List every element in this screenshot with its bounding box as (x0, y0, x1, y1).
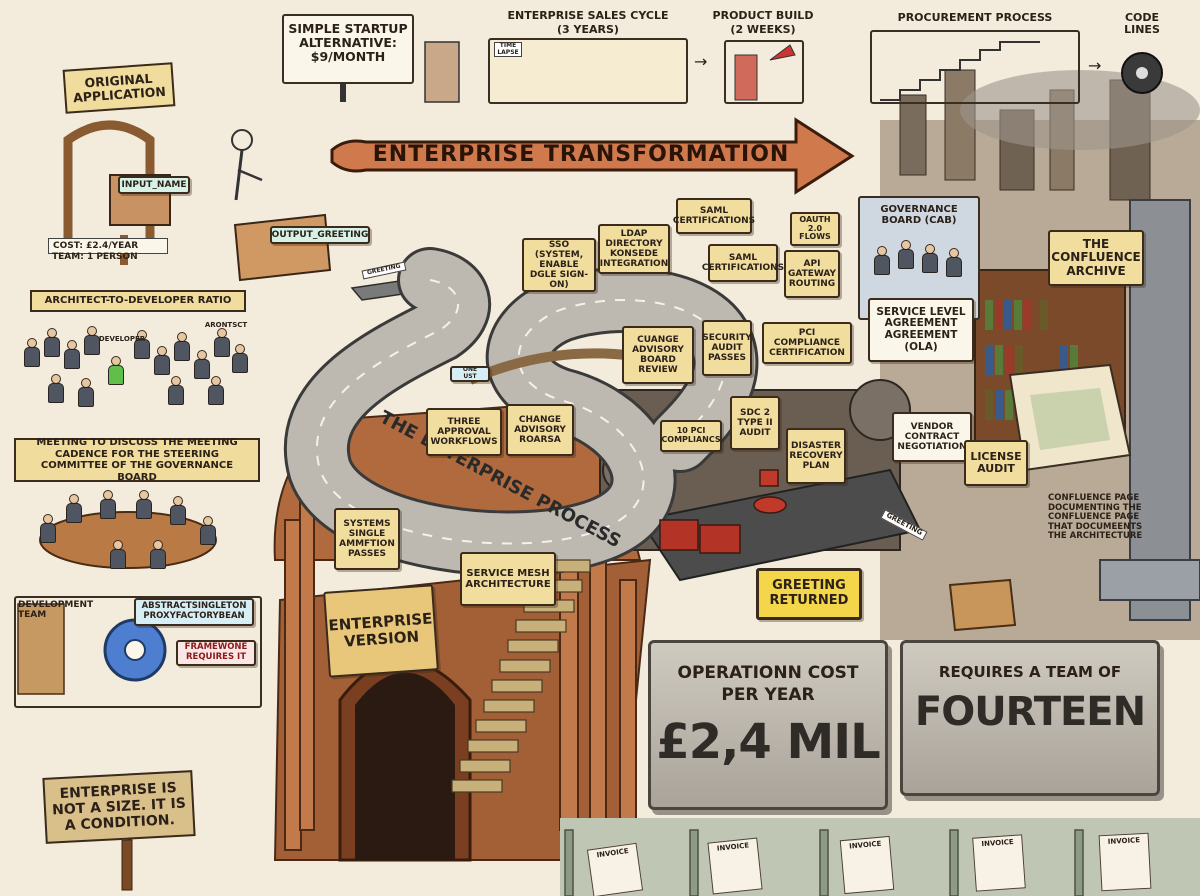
cost-value: £2,4 MIL (656, 714, 880, 770)
invoice-stack: INVOICE (839, 835, 895, 895)
transformation-banner-text: ENTERPRISE TRANSFORMATION (372, 142, 790, 167)
invoice-stack: INVOICE (586, 842, 644, 896)
arrow-right-icon: → (1088, 56, 1102, 75)
sign-sso: SSO (SYSTEM, ENABLE DGLE SIGN-ON) (522, 238, 596, 292)
greeting-returned: GREETING RETURNED (756, 568, 862, 620)
sign-systems-single: SYSTEMS SINGLE AMMFTION PASSES (334, 508, 400, 570)
cost-monument (648, 640, 888, 810)
sign-change-advisory: CHANGE ADVISORY ROARSA (506, 404, 574, 456)
time-lapse-label: TIME LAPSE (494, 42, 522, 58)
people-crowd (18, 316, 258, 416)
sign-change-advisory-review: CUANGE ADVISORY BOARD REVIEW (622, 326, 694, 384)
transformation-arrow (326, 114, 856, 198)
singleton-label: ABSTRACTSINGLETON PROXYFACTORYBEAN (134, 598, 254, 626)
sla-label: SERVICE LEVEL AGREEMENT AGREEMENT (OLA) (868, 298, 974, 362)
sales-cycle-subtitle: (3 YEARS) (557, 23, 619, 36)
output-greeting-label: OUTPUT_GREETING (270, 226, 370, 244)
sign-service-mesh: SERVICE MESH ARCHITECTURE (460, 552, 556, 606)
sign-disaster: DISASTER RECOVERY PLAN (786, 428, 846, 484)
sign-saml: SAML CERTIFICATIONS (702, 244, 784, 282)
developer-label: DEVELOPER (98, 335, 146, 343)
invoice-stack: INVOICE (1098, 832, 1152, 892)
invoice-stack: INVOICE (707, 837, 763, 895)
invoice-stack: INVOICE (972, 834, 1026, 892)
enterprise-version: ENTERPRISE VERSION (323, 584, 439, 678)
board-members (870, 236, 970, 296)
team-line: REQUIRES A TEAM OF (938, 663, 1122, 681)
cost-line1: OPERATIONN COST (677, 663, 859, 683)
sign-three-approval: THREE APPROVAL WORKFLOWS (426, 408, 502, 456)
dev-team-label: DEVELOPMENT TEAM (18, 600, 94, 621)
sign-one-ust: ONE UST (450, 366, 490, 382)
confluence-archive: THE CONFLUENCE ARCHIVE (1048, 230, 1144, 286)
team-value: FOURTEEN (914, 689, 1146, 735)
sign-ldap: LDAP DIRECTORY KONSEDE INTEGRATION (598, 224, 670, 274)
billboard-post (340, 84, 346, 102)
framework-label: FRAMEWONE REQUIRES IT (176, 640, 256, 666)
confluence-page-note: CONFLUENCE PAGE DOCUMENTING THE CONFLUEN… (1048, 493, 1143, 542)
code-lines-label: CODE LINES (1124, 11, 1160, 37)
billboard-text: SIMPLE STARTUP ALTERNATIVE: $9/MONTH (288, 21, 408, 64)
ratio-title: ARCHITECT-TO-DEVELOPER RATIO (30, 290, 246, 312)
sign-api-gateway: API GATEWAY ROUTING (784, 250, 840, 298)
original-team: TEAM: 1 PERSON (52, 252, 138, 262)
sign-oauth: OAUTH 2.0 FLOWS (790, 212, 840, 246)
procurement-panel (870, 30, 1080, 104)
arrow-right-icon: → (694, 52, 708, 71)
startup-billboard: SIMPLE STARTUP ALTERNATIVE: $9/MONTH (282, 14, 414, 84)
governance-label: GOVERNANCE BOARD (CAB) (880, 204, 958, 227)
procurement-title: PROCUREMENT PROCESS (897, 11, 1053, 24)
dev-team-room (14, 596, 262, 708)
original-app-title: ORIGINAL APPLICATION (62, 62, 176, 114)
product-build-panel (724, 40, 804, 104)
sign-saml-top: SAML CERTIFICATIONS (673, 198, 755, 234)
meeting-title: MEETING TO DISCUSS THE MEETING CADENCE F… (14, 437, 260, 483)
sign-soc2: SDC 2 TYPE II AUDIT (730, 396, 780, 450)
sign-security-audit: SECURITY AUDIT PASSES (702, 320, 752, 376)
team-monument (900, 640, 1160, 796)
product-build-subtitle: (2 WEEKS) (730, 23, 796, 36)
sign-pci-cert: PCI COMPLIANCE CERTIFICATION (762, 322, 852, 364)
cost-line2: PER YEAR (721, 685, 815, 705)
vendor-label: VENDOR CONTRACT NEGOTIATION (892, 412, 972, 462)
sales-cycle-title: ENTERPRISE SALES CYCLE (507, 9, 669, 22)
sign-pci: 10 PCI COMPLIANCS (660, 420, 722, 452)
architect-label: ARONTSCT (204, 321, 248, 329)
original-cost: COST: £2.4/YEAR (48, 238, 168, 255)
product-build-title: PRODUCT BUILD (712, 9, 814, 22)
signpost: ENTERPRISE IS NOT A SIZE. IT IS A CONDIT… (42, 770, 196, 844)
meeting-people (40, 490, 220, 569)
input-name-label: INPUT_NAME (118, 176, 190, 194)
license-audit: LICENSE AUDIT (964, 440, 1028, 486)
